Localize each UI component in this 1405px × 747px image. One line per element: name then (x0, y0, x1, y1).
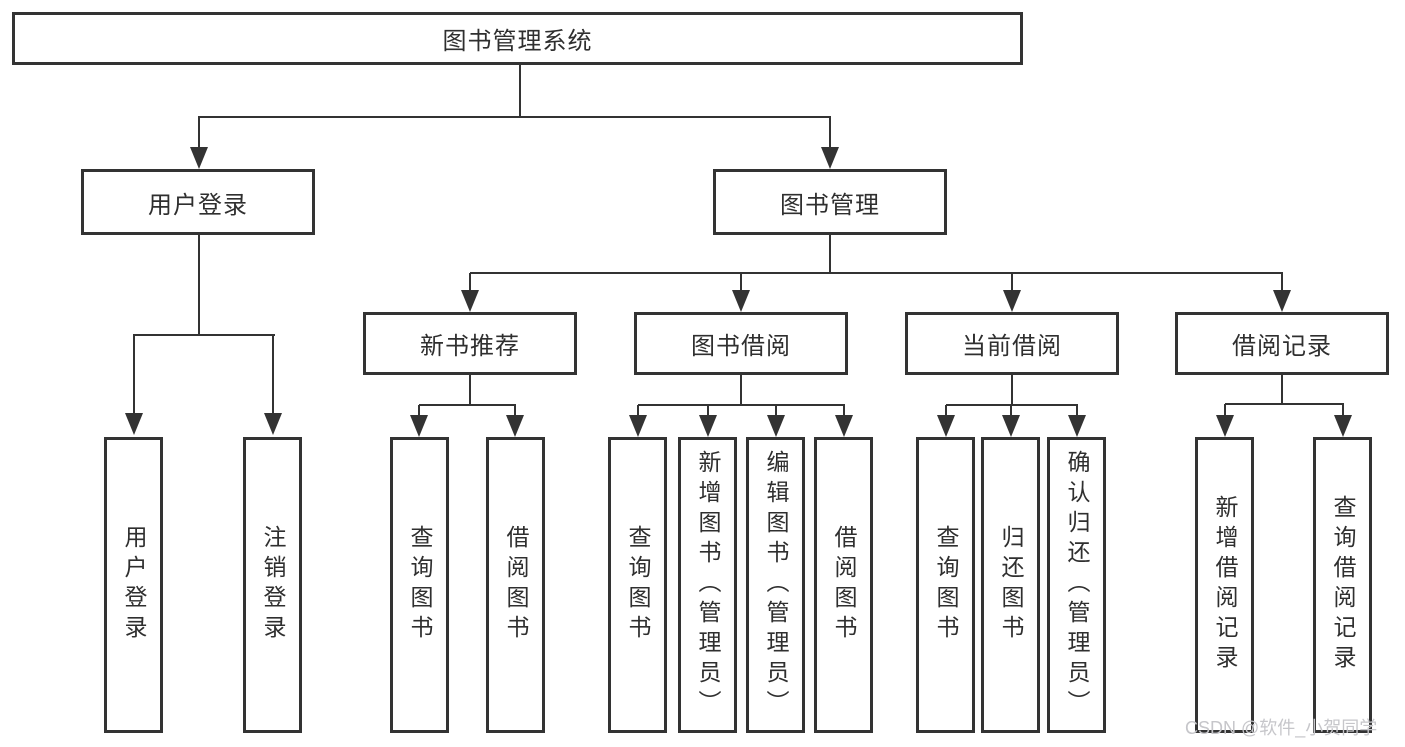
node-new-book-recommend: 新书推荐 (363, 312, 577, 375)
leaf-label: 确认归还（管理员） (1064, 450, 1090, 720)
connector-mgmt-stub (829, 235, 831, 273)
leaf-label: 查询图书 (407, 525, 433, 645)
leaf-label: 新增借阅记录 (1212, 495, 1238, 675)
arrow-down-icon (821, 117, 839, 169)
arrow-down-icon (1002, 405, 1020, 437)
arrow-down-icon (732, 273, 750, 312)
leaf-logout: 注销登录 (243, 437, 302, 733)
node-borrow-records: 借阅记录 (1175, 312, 1389, 375)
node-label: 当前借阅 (962, 333, 1062, 360)
leaf-query-books-recommend: 查询图书 (390, 437, 449, 733)
node-book-borrow: 图书借阅 (634, 312, 848, 375)
leaf-query-books-borrow: 查询图书 (608, 437, 667, 733)
leaf-add-books-admin: 新增图书（管理员） (678, 437, 737, 733)
connector-recommend-hline (419, 404, 516, 406)
node-current-borrow: 当前借阅 (905, 312, 1119, 375)
leaf-label: 借阅图书 (503, 525, 529, 645)
arrow-down-icon (264, 335, 282, 435)
leaf-label: 查询图书 (625, 525, 651, 645)
arrow-down-icon (461, 273, 479, 312)
leaf-label: 新增图书（管理员） (695, 450, 721, 720)
leaf-user-login: 用户登录 (104, 437, 163, 733)
connector-borrow-stub (740, 375, 742, 405)
leaf-add-borrow-record: 新增借阅记录 (1195, 437, 1254, 733)
arrow-down-icon (629, 405, 647, 437)
node-label: 用户登录 (148, 191, 248, 219)
connector-records-stub (1281, 375, 1283, 404)
node-user-login: 用户登录 (81, 169, 315, 235)
leaf-label: 查询借阅记录 (1330, 495, 1356, 675)
arrow-down-icon (1216, 404, 1234, 437)
connector-root-hline (198, 116, 831, 118)
leaf-label: 查询图书 (933, 525, 959, 645)
node-label: 新书推荐 (420, 333, 520, 360)
arrow-down-icon (767, 405, 785, 437)
leaf-borrow-books: 借阅图书 (814, 437, 873, 733)
connector-login-hline (133, 334, 275, 336)
arrow-down-icon (190, 117, 208, 169)
leaf-label: 归还图书 (998, 525, 1024, 645)
connector-records-hline (1225, 403, 1344, 405)
node-label: 借阅记录 (1232, 333, 1332, 360)
node-label: 图书借阅 (691, 333, 791, 360)
leaf-query-books-current: 查询图书 (916, 437, 975, 733)
leaf-confirm-return-admin: 确认归还（管理员） (1047, 437, 1106, 733)
leaf-label: 注销登录 (260, 525, 286, 645)
arrow-down-icon (1334, 404, 1352, 437)
arrow-down-icon (125, 335, 143, 435)
arrow-down-icon (937, 405, 955, 437)
arrow-down-icon (506, 405, 524, 437)
arrow-down-icon (1068, 405, 1086, 437)
node-book-management: 图书管理 (713, 169, 947, 235)
arrow-down-icon (699, 405, 717, 437)
connector-borrow-hline (638, 404, 845, 406)
leaf-return-books: 归还图书 (981, 437, 1040, 733)
leaf-edit-books-admin: 编辑图书（管理员） (746, 437, 805, 733)
leaf-label: 用户登录 (121, 525, 147, 645)
connector-mgmt-hline (470, 272, 1283, 274)
leaf-query-borrow-record: 查询借阅记录 (1313, 437, 1372, 733)
csdn-watermark: CSDN @软件_小贺同学 (1185, 718, 1378, 738)
connector-login-stub (198, 235, 200, 335)
connector-current-stub (1011, 375, 1013, 405)
leaf-borrow-books-recommend: 借阅图书 (486, 437, 545, 733)
leaf-label: 借阅图书 (831, 525, 857, 645)
arrow-down-icon (1273, 273, 1291, 312)
arrow-down-icon (835, 405, 853, 437)
connector-recommend-stub (469, 375, 471, 405)
node-root-label: 图书管理系统 (442, 28, 593, 55)
connector-root-stub (519, 65, 521, 117)
node-root: 图书管理系统 (12, 12, 1023, 65)
arrow-down-icon (410, 405, 428, 437)
connector-current-hline (946, 404, 1078, 406)
node-label: 图书管理 (780, 191, 880, 219)
leaf-label: 编辑图书（管理员） (763, 450, 789, 720)
arrow-down-icon (1003, 273, 1021, 312)
